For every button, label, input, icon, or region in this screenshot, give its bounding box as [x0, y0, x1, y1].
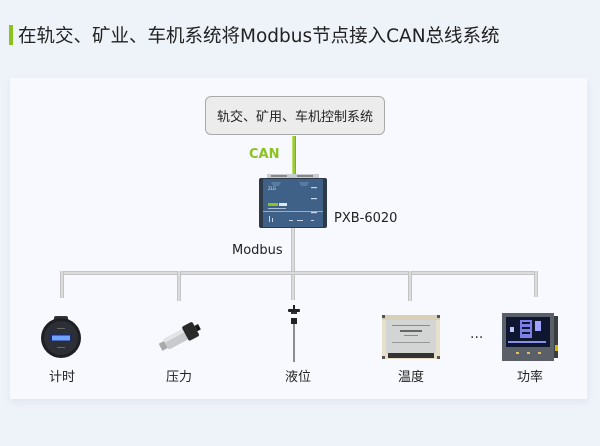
title-accent-bar — [9, 25, 13, 45]
svg-text:ZLG: ZLG — [268, 186, 276, 191]
power-meter-icon — [502, 313, 558, 361]
page-title: 在轨交、矿业、车机系统将Modbus节点接入CAN总线系统 — [18, 26, 500, 47]
node-label-timer: 计时 — [48, 370, 76, 385]
node-label-level: 液位 — [284, 370, 312, 385]
page-title-bar: 在轨交、矿业、车机系统将Modbus节点接入CAN总线系统 — [9, 24, 500, 47]
control-system-label: 轨交、矿用、车机控制系统 — [216, 110, 373, 125]
node-label-pressure: 压力 — [165, 370, 193, 385]
modbus-label: Modbus — [232, 243, 283, 258]
control-system-box: 轨交、矿用、车机控制系统 — [205, 96, 385, 135]
drop-line — [534, 271, 538, 297]
hour-meter-icon — [41, 316, 81, 358]
can-modbus-gateway-icon: ZLG — [259, 174, 327, 228]
modbus-trunk-line — [291, 228, 295, 300]
temperature-module-icon — [382, 315, 440, 359]
level-sensor-icon — [288, 305, 300, 362]
drop-line — [60, 271, 64, 298]
node-label-power: 功率 — [516, 370, 544, 385]
more-nodes-indicator: ··· — [470, 330, 484, 346]
can-bus-line — [292, 136, 296, 180]
modbus-bus-line — [60, 271, 538, 275]
drop-line — [408, 271, 412, 301]
gateway-model-label: PXB-6020 — [334, 211, 398, 226]
pressure-sensor-icon — [158, 322, 201, 351]
can-label: CAN — [249, 147, 280, 162]
node-label-temperature: 温度 — [397, 370, 425, 385]
drop-line — [177, 271, 181, 301]
